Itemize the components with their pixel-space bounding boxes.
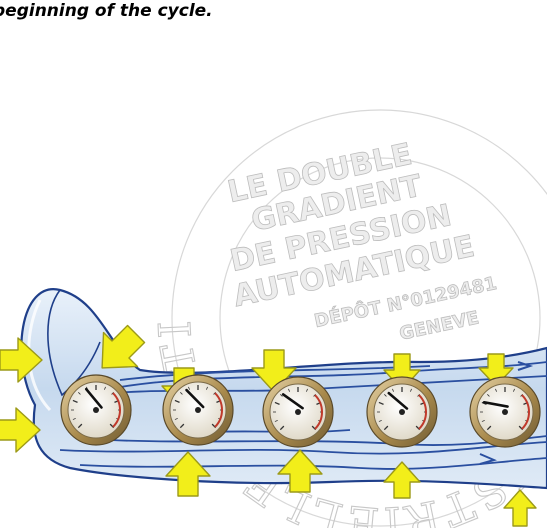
seal-line-6: GENEVE [398,307,481,344]
gauge-hub [93,407,99,413]
gauge-2 [163,375,233,445]
gauge-hub [502,409,508,415]
gauge-4 [367,377,437,447]
gauge-3 [263,377,333,447]
gauge-hub [195,407,201,413]
gauge-hub [295,409,301,415]
gauge-5 [470,377,540,447]
gauge-1 [61,375,131,445]
gauge-hub [399,409,405,415]
